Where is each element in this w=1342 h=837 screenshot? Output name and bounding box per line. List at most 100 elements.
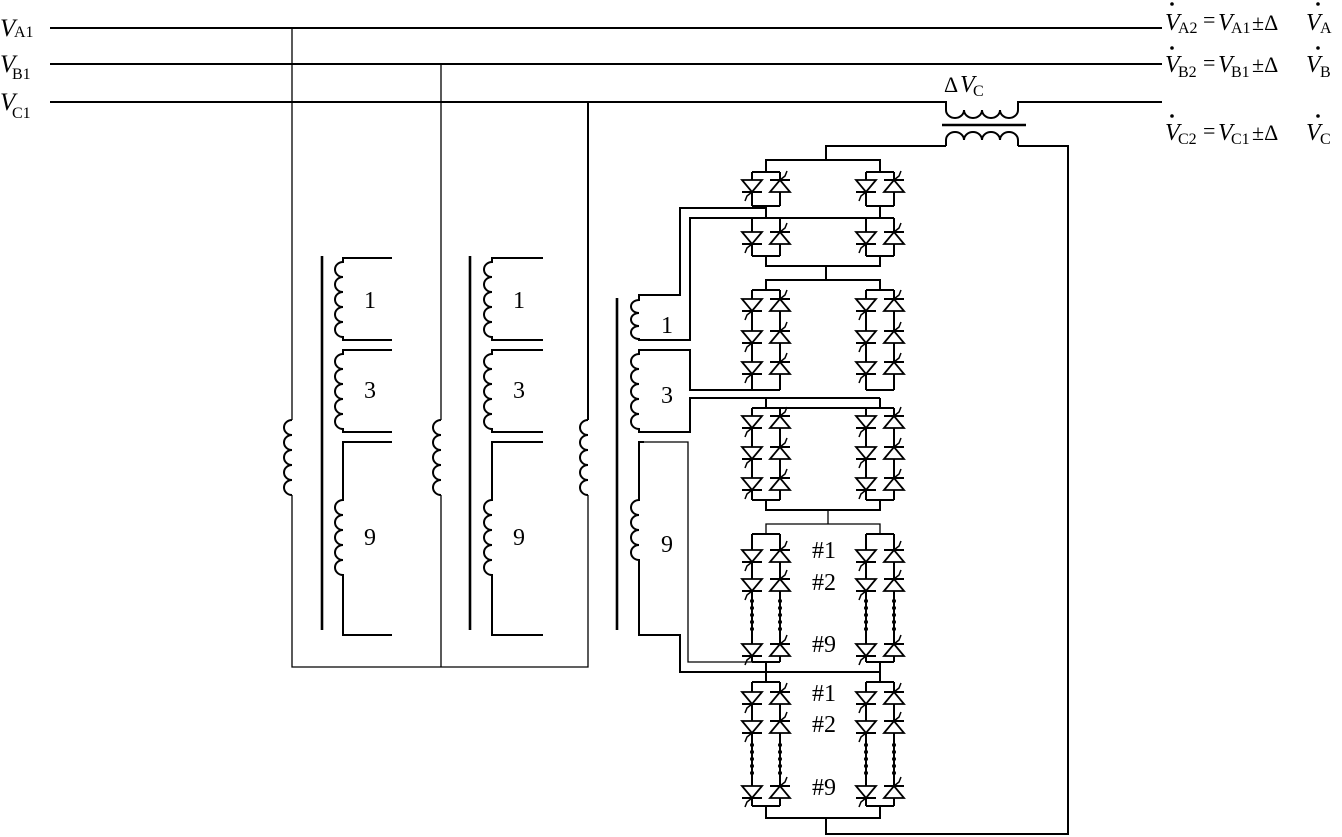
ellipsis-dot: [778, 613, 782, 617]
stage-label-upper-2: #2: [812, 570, 836, 596]
stage-label-upper-1: #1: [812, 538, 836, 564]
winding-1-coil: [630, 294, 644, 341]
thyristor-icon: [882, 321, 906, 344]
ellipsis-dot: [778, 771, 782, 775]
wire-w3-top: [644, 349, 766, 391]
thyristor-icon: [740, 785, 764, 808]
antiparallel-switch: [740, 406, 792, 501]
antiparallel-switch: [854, 170, 906, 207]
thyristor-gate: [744, 191, 753, 202]
thyristor-body: [854, 330, 878, 345]
thyristor-icon: [854, 446, 878, 469]
stage-label-lower-2: #2: [812, 712, 836, 738]
thyristor-gate: [744, 732, 753, 743]
bridge-top-bus: [765, 523, 881, 534]
thyristor-body: [768, 642, 792, 657]
wire-w9-top: [644, 441, 766, 663]
winding-label-3: 3: [661, 383, 673, 409]
thyristor-gate: [779, 569, 788, 580]
thyristor-icon: [854, 578, 878, 601]
thyristor-icon: [740, 361, 764, 384]
thyristor-body: [882, 178, 906, 193]
output-rhs-main: V: [1218, 10, 1235, 36]
output-rhs-main: V: [1218, 52, 1235, 78]
thyristor-gate: [858, 243, 867, 254]
winding-9-coil: [334, 441, 392, 636]
thyristor-gate: [858, 373, 867, 384]
thyristor-gate: [893, 289, 902, 300]
thyristor-icon: [882, 352, 906, 375]
thyristor-icon: [854, 330, 878, 353]
thyristor-icon: [768, 222, 792, 245]
stage-label-lower-9: #9: [812, 775, 836, 801]
ellipsis-dot: [864, 606, 868, 610]
wire-w1-bottom: [644, 217, 880, 341]
thyristor-gate: [858, 191, 867, 202]
ellipsis-dot: [778, 757, 782, 761]
thyristor-icon: [768, 776, 792, 799]
thyristor-icon: [740, 446, 764, 469]
thyristor-gate: [893, 711, 902, 722]
thyristor-body: [740, 691, 764, 706]
thyristor-gate: [858, 310, 867, 321]
input-label-va1: V A1: [0, 15, 34, 42]
thyristor-icon: [768, 406, 792, 429]
output-lhs-sub: C2: [1178, 131, 1197, 148]
thyristor-icon: [882, 540, 906, 563]
winding-label-1: 1: [364, 288, 376, 314]
thyristor-gate: [744, 427, 753, 438]
antiparallel-switch: [854, 406, 906, 501]
thyristor-gate: [858, 458, 867, 469]
antiparallel-switch: [854, 289, 906, 391]
bridge-bottom-bus: [765, 500, 881, 511]
thyristor-icon: [768, 352, 792, 375]
winding-label-9: 9: [364, 525, 376, 551]
output-label-c: V C2 = V C1 ±Δ V C: [1165, 114, 1331, 148]
thyristor-gate: [893, 406, 902, 417]
input-label-main: V: [0, 89, 18, 116]
thyristor-gate: [779, 352, 788, 363]
thyristor-icon: [854, 298, 878, 321]
winding-1-coil: [483, 257, 543, 341]
thyristor-icon: [740, 578, 764, 601]
winding-3-coil: [630, 349, 644, 433]
series-transformer-label-prefix: Δ: [944, 72, 958, 97]
ellipsis-dot: [778, 599, 782, 603]
thyristor-icon: [740, 691, 764, 714]
thyristor-icon: [854, 477, 878, 500]
thyristor-gate: [779, 321, 788, 332]
thyristor-icon: [740, 549, 764, 572]
ellipsis-dot: [892, 757, 896, 761]
thyristor-gate: [744, 655, 753, 666]
thyristor-gate: [893, 569, 902, 580]
thyristor-body: [882, 445, 906, 460]
thyristor-icon: [854, 415, 878, 438]
thyristor-body: [882, 548, 906, 563]
thyristor-icon: [768, 569, 792, 592]
ellipsis-dot: [892, 743, 896, 747]
thyristor-gate: [744, 342, 753, 353]
thyristor-gate: [779, 634, 788, 645]
thyristor-body: [882, 577, 906, 592]
winding-label-9: 9: [661, 532, 673, 558]
thyristor-icon: [882, 170, 906, 193]
thyristor-gate: [858, 342, 867, 353]
thyristor-icon: [882, 289, 906, 312]
thyristor-body: [854, 415, 878, 430]
output-rhs-sub: C1: [1231, 131, 1250, 148]
thyristor-gate: [744, 489, 753, 500]
bridge-bottom-bus: [765, 256, 881, 267]
antiparallel-switch: [740, 681, 792, 808]
thyristor-body: [740, 446, 764, 461]
antiparallel-switch: [854, 681, 906, 808]
thyristor-gate: [893, 540, 902, 551]
thyristor-body: [882, 690, 906, 705]
ellipsis-dot: [750, 757, 754, 761]
thyristor-icon: [768, 437, 792, 460]
ellipsis-dot: [750, 743, 754, 747]
antiparallel-switch: [740, 217, 792, 257]
thyristor-body: [740, 785, 764, 800]
ellipsis-dot: [778, 627, 782, 631]
transformer-phase-a: 139: [283, 256, 392, 636]
